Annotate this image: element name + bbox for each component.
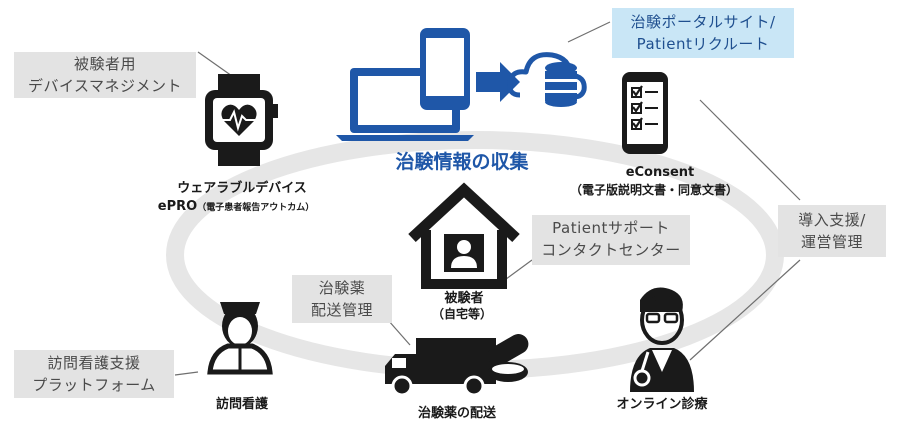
label-subject-note: （自宅等） bbox=[432, 306, 492, 321]
doctor-icon bbox=[630, 287, 694, 392]
callout-device-mgmt-line2: デバイスマネジメント bbox=[27, 77, 183, 95]
nurse-icon bbox=[207, 302, 273, 375]
center-title: 治験情報の収集 bbox=[395, 150, 529, 173]
label-epro-main: ePRO bbox=[158, 199, 197, 214]
callout-support-line2: 運営管理 bbox=[800, 233, 863, 251]
label-epro-note: （電子患者報告アウトカム） bbox=[197, 201, 314, 213]
pills-icon bbox=[487, 334, 529, 382]
callout-contact-line1: Patientサポート bbox=[552, 219, 670, 237]
callout-portal-line1: 治験ポータルサイト/ bbox=[630, 13, 776, 31]
smartwatch-icon bbox=[205, 74, 278, 166]
label-subject: 被験者 bbox=[443, 290, 483, 306]
smartphone-icon bbox=[420, 28, 470, 110]
database-icon bbox=[545, 62, 577, 107]
callout-nursing-support-line2: プラットフォーム bbox=[32, 376, 156, 394]
label-nursing: 訪問看護 bbox=[216, 396, 269, 412]
callout-portal: 治験ポータルサイト/ Patientリクルート bbox=[612, 8, 794, 58]
callout-drug-mgmt-line1: 治験薬 bbox=[318, 279, 366, 297]
callout-nursing-support-line1: 訪問看護支援 bbox=[47, 354, 141, 372]
truck-icon bbox=[385, 338, 496, 397]
label-online: オンライン診療 bbox=[616, 396, 708, 412]
label-econsent: eConsent bbox=[626, 165, 695, 180]
callout-drug-mgmt-line2: 配送管理 bbox=[310, 301, 373, 319]
callout-nursing-support: 訪問看護支援 プラットフォーム bbox=[14, 350, 174, 398]
callout-support: 導入支援/ 運営管理 bbox=[778, 205, 886, 257]
callout-portal-line2: Patientリクルート bbox=[636, 35, 770, 53]
cloud-icon bbox=[507, 52, 587, 100]
home-icon bbox=[408, 182, 520, 289]
callout-contact: Patientサポート コンタクトセンター bbox=[532, 215, 690, 265]
callout-drug-mgmt: 治験薬 配送管理 bbox=[292, 275, 392, 323]
callout-device-mgmt: 被験者用 デバイスマネジメント bbox=[14, 52, 196, 98]
econsent-phone-icon bbox=[622, 72, 668, 154]
label-wearable: ウェアラブルデバイス bbox=[177, 180, 307, 196]
label-epro: ePRO（電子患者報告アウトカム） bbox=[158, 199, 314, 214]
label-delivery: 治験薬の配送 bbox=[418, 405, 497, 421]
callout-support-line1: 導入支援/ bbox=[798, 211, 866, 229]
label-econsent-note: （電子版説明文書・同意文書） bbox=[570, 182, 738, 197]
callout-device-mgmt-line1: 被験者用 bbox=[73, 55, 136, 73]
callout-contact-line2: コンタクトセンター bbox=[541, 241, 681, 259]
